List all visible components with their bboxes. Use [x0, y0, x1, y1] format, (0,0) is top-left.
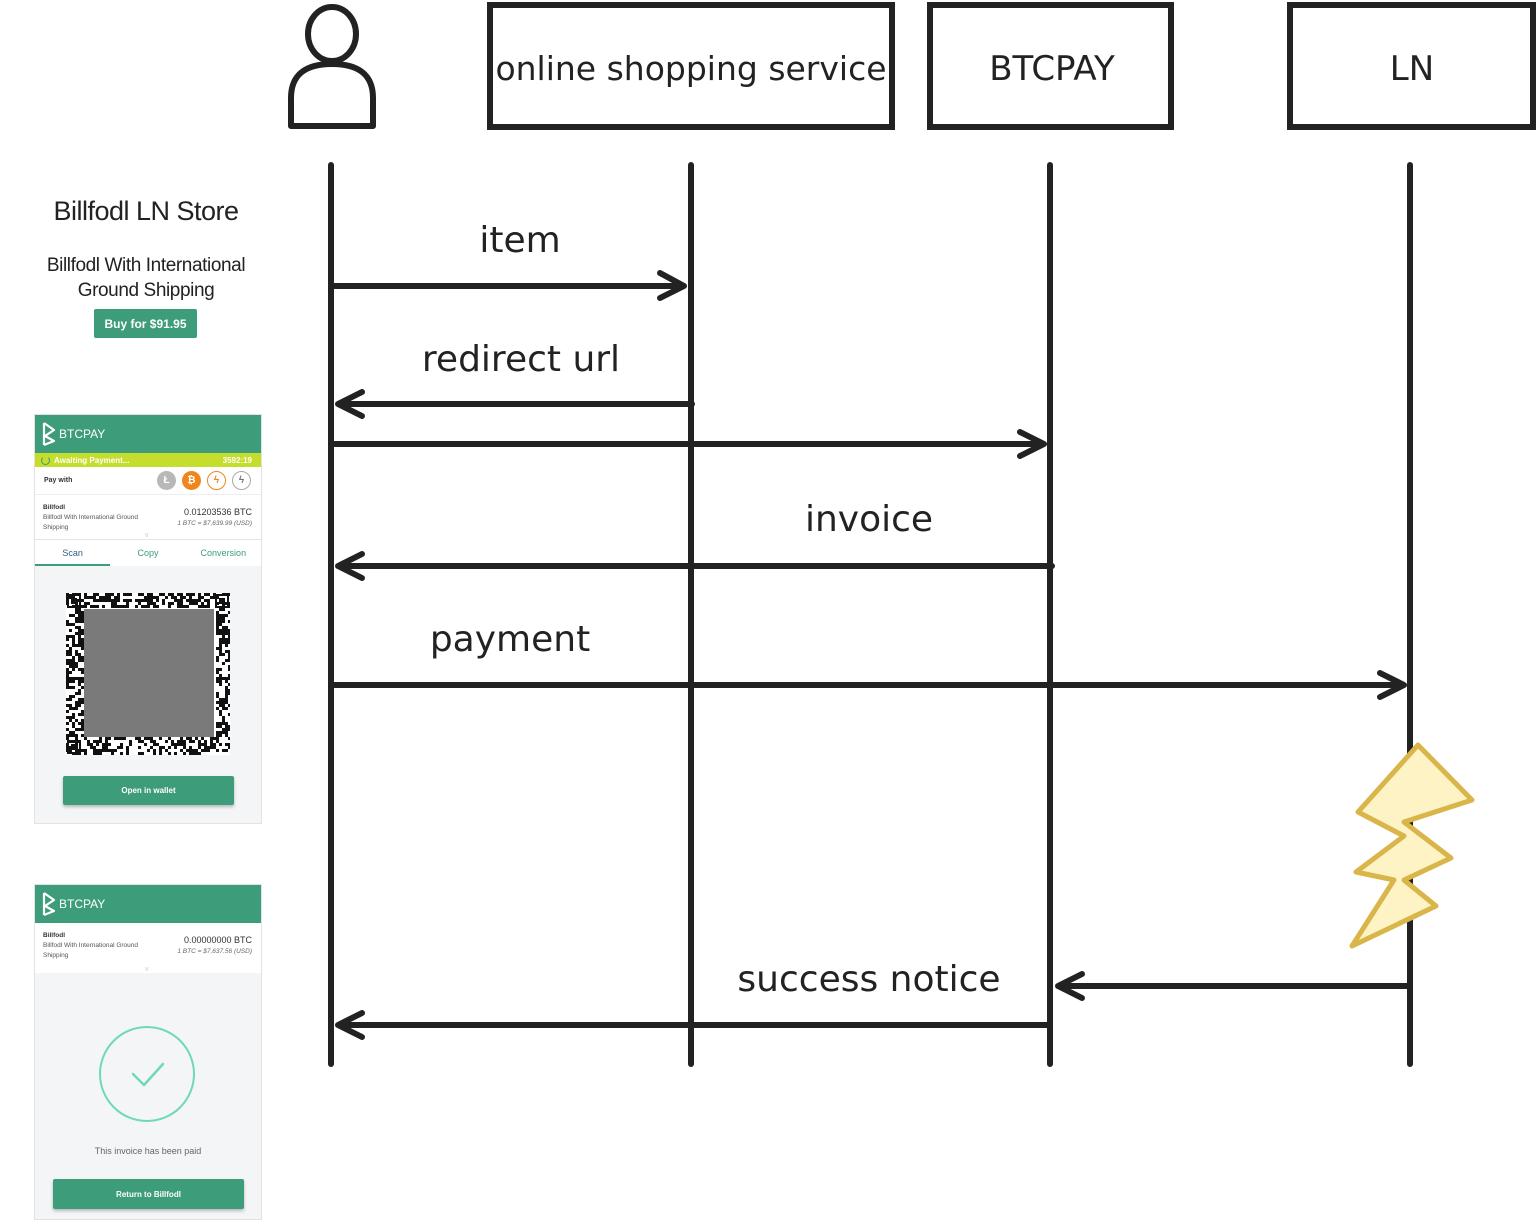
- invoice-amount: 0.01203536 BTC: [183, 507, 252, 517]
- paid-header: BTCPAY: [35, 885, 261, 923]
- participant-ln-label: LN: [1390, 49, 1434, 89]
- paid-message: This invoice has been paid: [94, 1146, 202, 1156]
- checkout-tabs: Scan Copy Conversion: [35, 539, 261, 566]
- pay-with-label: Pay with: [44, 477, 73, 484]
- chevron-down-icon[interactable]: v: [145, 966, 149, 973]
- participant-shop-label: online shopping service: [495, 49, 886, 88]
- message-success-ln-arrow: [1055, 971, 1413, 1001]
- invoice-summary: Billfodl Billfodl With International Gro…: [35, 495, 261, 539]
- message-payment-label: payment: [430, 619, 590, 660]
- lightning-ltc-icon[interactable]: ϟ: [232, 471, 251, 490]
- open-wallet-button[interactable]: Open in wallet: [63, 776, 234, 805]
- message-payment-arrow: [330, 670, 1407, 700]
- message-redirect-arrow: [335, 389, 695, 419]
- bitcoin-icon[interactable]: ₿: [182, 471, 201, 490]
- message-item-arrow: [330, 270, 687, 301]
- invoice-item-desc: Billfodl With International Ground Shipp…: [43, 514, 139, 531]
- btcpay-logo-icon: [42, 422, 56, 447]
- participant-ln: LN: [1287, 2, 1536, 130]
- checkout-panel: BTCPAY Awaiting Payment... 3592:19 Pay w…: [34, 414, 262, 824]
- invoice-rate: 1 BTC = $7,639.99 (USD): [177, 520, 252, 527]
- message-success-user-arrow: [335, 1010, 1053, 1040]
- message-invoice-arrow: [335, 551, 1055, 581]
- participant-btcpay-label: BTCPAY: [989, 49, 1115, 89]
- success-check-icon: [99, 1026, 195, 1122]
- qr-code: [66, 593, 230, 755]
- btcpay-logo-icon: [42, 892, 56, 917]
- paid-amount: 0.00000000 BTC: [183, 935, 252, 945]
- timer: 3592:19: [222, 455, 252, 465]
- buy-button[interactable]: Buy for $91.95: [94, 309, 197, 338]
- participant-btcpay: BTCPAY: [927, 2, 1174, 130]
- paid-rate: 1 BTC = $7,637.56 (USD): [177, 948, 252, 955]
- paid-brand: BTCPAY: [59, 897, 106, 911]
- store-product-name: Billfodl With International Ground Shipp…: [46, 255, 246, 301]
- message-redirect-label: redirect url: [422, 339, 620, 380]
- message-success-label: success notice: [737, 959, 1000, 1000]
- message-invoice-label: invoice: [805, 499, 933, 540]
- store-title: Billfodl LN Store: [53, 196, 239, 226]
- checkout-header: BTCPAY: [35, 415, 261, 453]
- tab-conversion[interactable]: Conversion: [200, 548, 247, 558]
- lightning-btc-icon[interactable]: ϟ: [207, 471, 226, 490]
- paid-panel: BTCPAY Billfodl Billfodl With Internatio…: [34, 884, 262, 1220]
- tab-scan[interactable]: Scan: [35, 540, 111, 566]
- chevron-down-icon[interactable]: v: [145, 532, 149, 539]
- pay-with-row: Pay with Ł ₿ ϟ ϟ: [35, 467, 261, 495]
- litecoin-icon[interactable]: Ł: [157, 471, 176, 490]
- paid-invoice-summary: Billfodl Billfodl With International Gro…: [35, 923, 261, 973]
- paid-store-name: Billfodl: [43, 932, 66, 939]
- status-text: Awaiting Payment...: [54, 455, 130, 465]
- participant-shop: online shopping service: [487, 2, 895, 130]
- message-item-label: item: [479, 220, 560, 261]
- invoice-store-name: Billfodl: [43, 504, 66, 511]
- message-user-to-btcpay-arrow: [330, 429, 1047, 459]
- lightning-icon: [1349, 742, 1475, 949]
- status-bar: Awaiting Payment... 3592:19: [35, 453, 261, 467]
- user-actor-icon: [288, 4, 376, 129]
- checkout-brand: BTCPAY: [59, 427, 106, 441]
- return-button[interactable]: Return to Billfodl: [53, 1179, 244, 1209]
- qr-redacted-block: [84, 609, 214, 737]
- tab-copy[interactable]: Copy: [137, 548, 159, 558]
- spinner-icon: [41, 455, 50, 465]
- paid-item-desc: Billfodl With International Ground Shipp…: [43, 942, 139, 959]
